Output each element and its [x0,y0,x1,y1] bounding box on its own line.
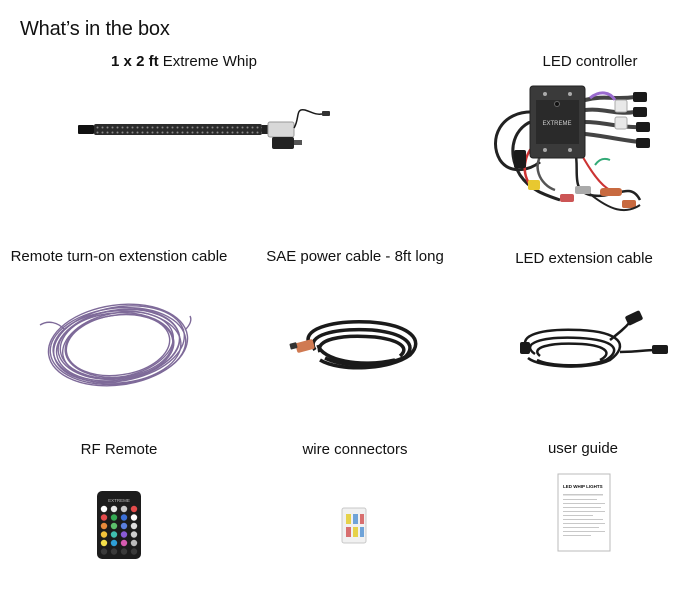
controller-brand: EXTREME [542,121,571,127]
remote-key [120,531,128,538]
remote-key [130,539,138,547]
remote-key [120,505,128,513]
item-label-user-guide: user guide [547,440,619,457]
remote-key [130,531,138,538]
remote-key [110,514,118,521]
remote-key [100,531,108,538]
remote-key [130,505,138,513]
remote-key [120,548,128,555]
remote-key [110,522,118,530]
remote-key [120,522,128,530]
remote-key [110,505,118,513]
remote-key [100,539,108,547]
remote-key [130,522,138,530]
remote-brand: EXTREME [108,498,130,503]
remote-key [100,548,108,555]
remote-key [130,514,138,521]
remote-key [110,531,118,538]
remote-key [120,539,128,547]
item-label-rf-remote: RF Remote [80,441,158,458]
remote-key [100,505,108,513]
item-label-whip: 1 x 2 ft Extreme Whip [111,53,257,70]
remote-key [110,539,118,547]
remote-key [110,548,118,555]
item-label-wire-connectors: wire connectors [302,441,408,458]
page-title: What’s in the box [20,18,170,40]
remote-key [100,522,108,530]
item-label-remote-cable: Remote turn-on extenstion cable [10,248,228,265]
guide-heading: LED WHIP LIGHTS [563,484,603,489]
item-label-sae-cable: SAE power cable - 8ft long [266,248,444,265]
item-label-extension-cable: LED extension cable [515,250,653,267]
remote-key [120,514,128,521]
item-label-controller: LED controller [542,53,638,70]
whip-name: Extreme Whip [162,53,257,70]
whip-qty: 1 x 2 ft [111,53,159,70]
remote-key [130,548,138,555]
remote-key [100,514,108,521]
